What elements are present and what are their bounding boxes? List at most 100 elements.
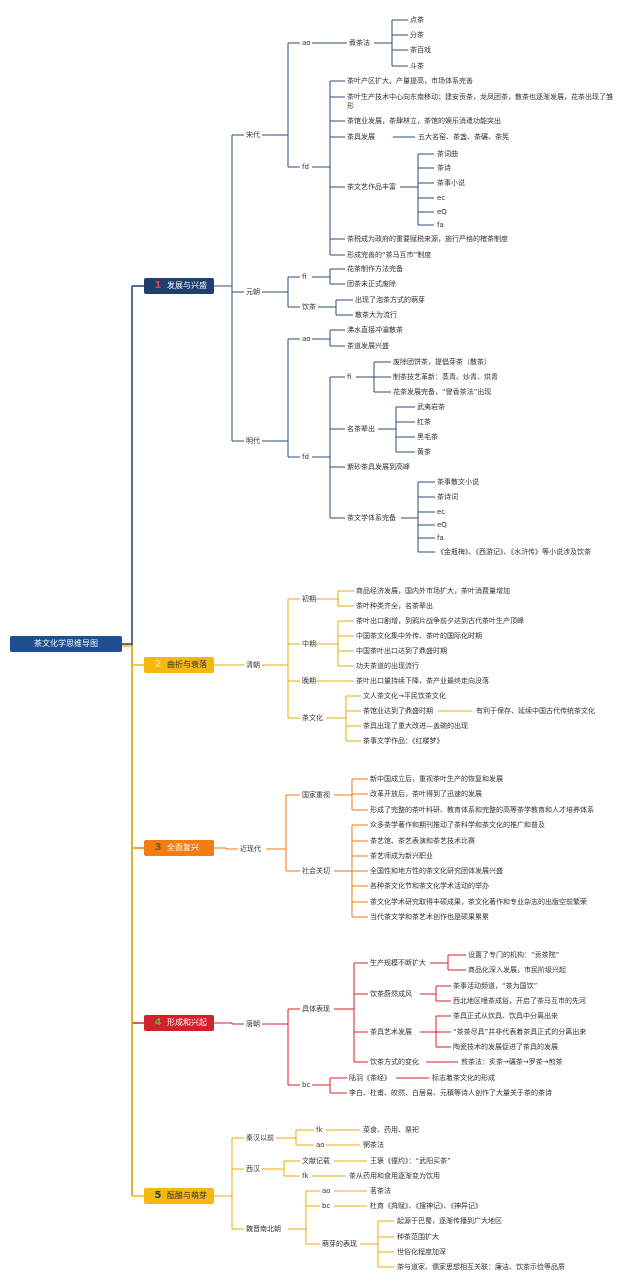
- node-qh-ao[interactable]: ao: [316, 1141, 325, 1149]
- node-zhongqi-3[interactable]: 功夫茶道的出现流行: [356, 662, 419, 670]
- node-zhongqi-2[interactable]: 中国茶叶出口达到了鼎盛时期: [356, 647, 447, 655]
- node-mengya[interactable]: 萌芽的表现: [322, 1240, 357, 1248]
- node-luyu-note[interactable]: 标志着茶文化的形成: [432, 1074, 495, 1082]
- node-song-fd[interactable]: fd: [302, 163, 309, 171]
- node-zhongqi-1[interactable]: 中国茶文化集中外传、茶叶的国际化时期: [356, 632, 482, 640]
- node-yincha-tang-1[interactable]: 西北地区嗜茶成俗，开启了茶马互市的先河: [453, 997, 586, 1005]
- node-shehui-3[interactable]: 全国性和地方性的茶文化研究团体发展兴盛: [370, 867, 503, 875]
- node-yincha-tang[interactable]: 饮茶蔚然成风: [370, 990, 412, 998]
- node-yincha-yuan[interactable]: 饮茶: [302, 303, 316, 311]
- node-yincha-yuan-0[interactable]: 出现了泡茶方式的萌芽: [355, 296, 425, 304]
- node-yuan-fi[interactable]: fi: [302, 273, 307, 281]
- node-qh-fk[interactable]: fk: [316, 1126, 323, 1134]
- node-chuqi-0[interactable]: 商品经济发展，国内外市场扩大，茶叶消费量增加: [356, 587, 510, 595]
- node-wenyi-1[interactable]: 茶诗: [437, 164, 451, 172]
- node-wenxian-item[interactable]: 王褒《僮约》：“武阳买茶”: [370, 1157, 451, 1165]
- node-biangai-note[interactable]: 煎茶法：炙茶→碾茶→罗茶→煎茶: [461, 1058, 563, 1066]
- node-shehui-1[interactable]: 茶艺馆、茶艺表演和茶艺技术比赛: [370, 837, 475, 845]
- node-shiren[interactable]: 李白、杜甫、皎然、白居易、元稹等诗人创作了大量关于茶的茶诗: [349, 1089, 552, 1097]
- node-wanqi-0[interactable]: 茶叶出口量持续下降，茶产业最终走向没落: [356, 677, 489, 685]
- node-zisha[interactable]: 紫砂茶具发展到高峰: [347, 463, 410, 471]
- node-chuqi-1[interactable]: 茶叶种类齐全，名茶辈出: [356, 602, 433, 610]
- node-ming-fi-0[interactable]: 废除团饼茶，提倡芽茶（散茶）: [393, 358, 491, 366]
- node-ming-fi[interactable]: fi: [347, 373, 352, 381]
- node-yuan[interactable]: 元朝: [246, 288, 260, 296]
- node-shengchan[interactable]: 生产规模不断扩大: [370, 959, 426, 967]
- node-guojia-0[interactable]: 新中国成立后，重视茶叶生产的恢复和发展: [370, 775, 503, 783]
- node-dian-1[interactable]: 分茶: [410, 31, 424, 39]
- node-wenxian[interactable]: 文献记载: [302, 1157, 330, 1165]
- node-luyu[interactable]: 陆羽《茶经》: [349, 1074, 391, 1082]
- node-shengchan-1[interactable]: 商品化深入发展，市民阶级兴起: [468, 966, 566, 974]
- node-shehui-2[interactable]: 茶艺师成为新兴职业: [370, 852, 433, 860]
- node-cwh-0[interactable]: 文人茶文化→平民饮茶文化: [363, 692, 446, 700]
- node-wenyi-3[interactable]: ec: [437, 194, 446, 202]
- node-xh-fk-item[interactable]: 茶从药用和食用逐渐变为饮用: [349, 1172, 440, 1180]
- node-xihan[interactable]: 西汉: [246, 1165, 260, 1173]
- node-shengchan-0[interactable]: 设置了专门的机构：“贡茶院”: [468, 951, 560, 959]
- node-chaju-tang-2[interactable]: 陶瓷技术的发展促进了茶具的发展: [453, 1043, 558, 1051]
- node-wenyi-0[interactable]: 茶词曲: [437, 150, 458, 158]
- node-ming-ao-1[interactable]: 茶道发展兴盛: [347, 342, 389, 350]
- node-qinhan[interactable]: 秦汉以前: [246, 1134, 274, 1142]
- node-song[interactable]: 宋代: [246, 131, 260, 139]
- node-fd-1[interactable]: 茶叶生产技术中心向东南移动；建安贡茶，龙凤团茶，散茶也逐渐发展，花茶出现了雏形: [347, 93, 613, 110]
- node-song-ao[interactable]: ao: [302, 39, 311, 47]
- node-chaju-tang[interactable]: 茶具艺术发展: [370, 1028, 412, 1036]
- node-cwh-1[interactable]: 茶馆业达到了鼎盛时期: [363, 707, 433, 715]
- node-weijin[interactable]: 魏晋南北朝: [246, 1225, 281, 1233]
- node-xueti[interactable]: 茶文学体系完备: [347, 514, 396, 522]
- root-node[interactable]: 茶文化学思维导图: [10, 636, 122, 652]
- node-chuqi[interactable]: 初期: [302, 595, 316, 603]
- node-xueti-1[interactable]: 茶诗词: [437, 493, 458, 501]
- node-fd-6[interactable]: 形成完善的“茶马互市”制度: [347, 251, 432, 259]
- node-diancha[interactable]: 煮茶法: [349, 39, 370, 47]
- node-ming[interactable]: 明代: [246, 437, 260, 445]
- node-mingcha-2[interactable]: 黑毛茶: [417, 433, 438, 441]
- node-fd-2[interactable]: 茶馆业发展，茶肆林立，茶馆的娱乐消遣功能突出: [347, 117, 501, 125]
- node-dian-2[interactable]: 茶百戏: [410, 46, 431, 54]
- node-shehui-4[interactable]: 各种茶文化节和茶文化学术活动的举办: [370, 882, 489, 890]
- node-shehui-5[interactable]: 茶文化学术研究取得丰硕成果，茶文化著作和专业杂志的出版空前繁荣: [370, 898, 587, 906]
- node-mengya-3[interactable]: 茶与道家、儒家思想相互关联：廉洁、饮茶示俭等品质: [397, 1263, 565, 1271]
- node-yuan-fi-0[interactable]: 花茶制作方法完备: [347, 265, 403, 273]
- node-guojia[interactable]: 国家重视: [302, 791, 330, 799]
- node-jinxiandai[interactable]: 近现代: [240, 845, 261, 853]
- node-mingcha-3[interactable]: 黄茶: [417, 448, 431, 456]
- node-ming-fd[interactable]: fd: [302, 453, 309, 461]
- node-chaju-note[interactable]: 五大名窑、茶盏、茶碾、茶筅: [418, 133, 509, 141]
- node-biangai[interactable]: 饮茶方式的变化: [370, 1058, 419, 1066]
- node-dian-0[interactable]: 点茶: [410, 16, 424, 24]
- node-xueti-0[interactable]: 茶事散文小说: [437, 478, 479, 486]
- node-ming-ao-0[interactable]: 沸水直接冲瀹散茶: [347, 326, 403, 334]
- node-cwh-2[interactable]: 茶具出现了重大改进—盖碗的出现: [363, 722, 468, 730]
- node-zhongqi[interactable]: 中期: [302, 640, 316, 648]
- node-yincha-yuan-1[interactable]: 散茶大为流行: [355, 311, 397, 319]
- node-zhongqi-0[interactable]: 茶叶出口剧增，到鸦片战争前夕达到古代茶叶生产顶峰: [356, 617, 524, 625]
- node-shehui-0[interactable]: 众多茶学著作和期刊推动了茶科学和茶文化的推广和普及: [370, 821, 545, 829]
- node-yuan-fi-1[interactable]: 团茶未正式废除: [347, 280, 396, 288]
- node-mingcha-1[interactable]: 红茶: [417, 418, 431, 426]
- node-xueti-2[interactable]: ec: [437, 508, 446, 516]
- node-qh-fk-item[interactable]: 菜食、药用、祭祀: [363, 1126, 419, 1134]
- node-guojia-2[interactable]: 形成了完整的茶叶科研、教育体系和完整的高等茶学教育和人才培养体系: [370, 806, 594, 814]
- node-chaguan-note[interactable]: 有利于保存、延续中国古代传统茶文化: [476, 707, 595, 715]
- node-mengya-2[interactable]: 世俗化程度加深: [397, 1248, 446, 1256]
- node-fd-3[interactable]: 茶具发展: [347, 133, 375, 141]
- node-chawenhua[interactable]: 茶文化: [302, 714, 323, 722]
- node-wenyi-2[interactable]: 茶事小说: [437, 179, 465, 187]
- node-ming-fi-1[interactable]: 制茶技艺革新：蒸青、炒青、烘青: [393, 373, 498, 381]
- node-mingcha-0[interactable]: 武夷岩茶: [417, 403, 445, 411]
- node-wj-bc[interactable]: bc: [322, 1202, 331, 1210]
- node-chaju-tang-1[interactable]: “茶茶尽具”并非代表着茶具正式的分离出来: [453, 1028, 587, 1036]
- node-dian-3[interactable]: 斗茶: [410, 62, 424, 70]
- node-cwh-3[interactable]: 茶事文学作品：《红楼梦》: [363, 737, 444, 745]
- node-tang-bc[interactable]: bc: [302, 1081, 311, 1089]
- node-xueti-5[interactable]: 《金瓶梅》、《西游记》、《水浒传》等小说涉及饮茶: [437, 548, 591, 556]
- node-ming-ao[interactable]: ao: [302, 335, 311, 343]
